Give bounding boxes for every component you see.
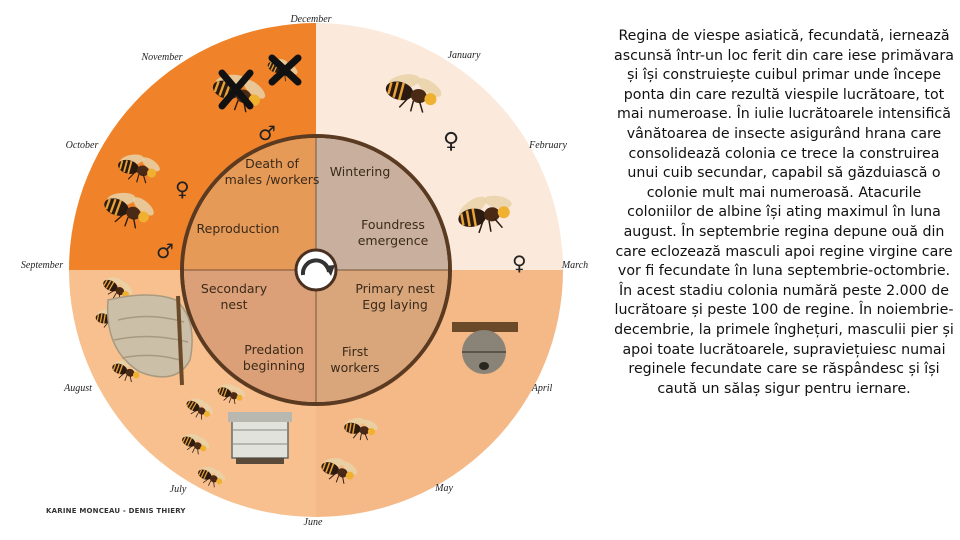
month-september: September [21,260,63,271]
description-panel: Regina de viespe asiatică, fecundată, ie… [614,27,954,399]
month-march: March [561,260,588,271]
month-august: August [63,383,92,394]
male-symbol-november: ♂ [258,121,276,145]
female-symbol-october: ♀ [175,177,190,201]
month-february: February [528,140,567,151]
cycle-arrow-icon [296,250,336,290]
phase-reproduction: Reproduction [197,221,280,236]
female-symbol-march: ♀ [512,251,527,275]
month-october: October [66,140,99,151]
month-december: December [289,14,331,25]
female-symbol-winter: ♀ [443,129,459,154]
month-april: April [531,383,553,394]
description-text: Regina de viespe asiatică, fecundată, ie… [614,27,954,399]
beehive-illustration [228,412,292,464]
author-credit: KARINE MONCEAU - DENIS THIERY [46,507,186,515]
month-november: November [140,52,182,63]
month-july: July [170,484,187,495]
month-june: June [304,517,323,528]
month-january: January [448,50,481,61]
phase-wintering: Wintering [330,164,391,179]
male-symbol-october: ♂ [156,239,174,263]
month-may: May [434,483,453,494]
